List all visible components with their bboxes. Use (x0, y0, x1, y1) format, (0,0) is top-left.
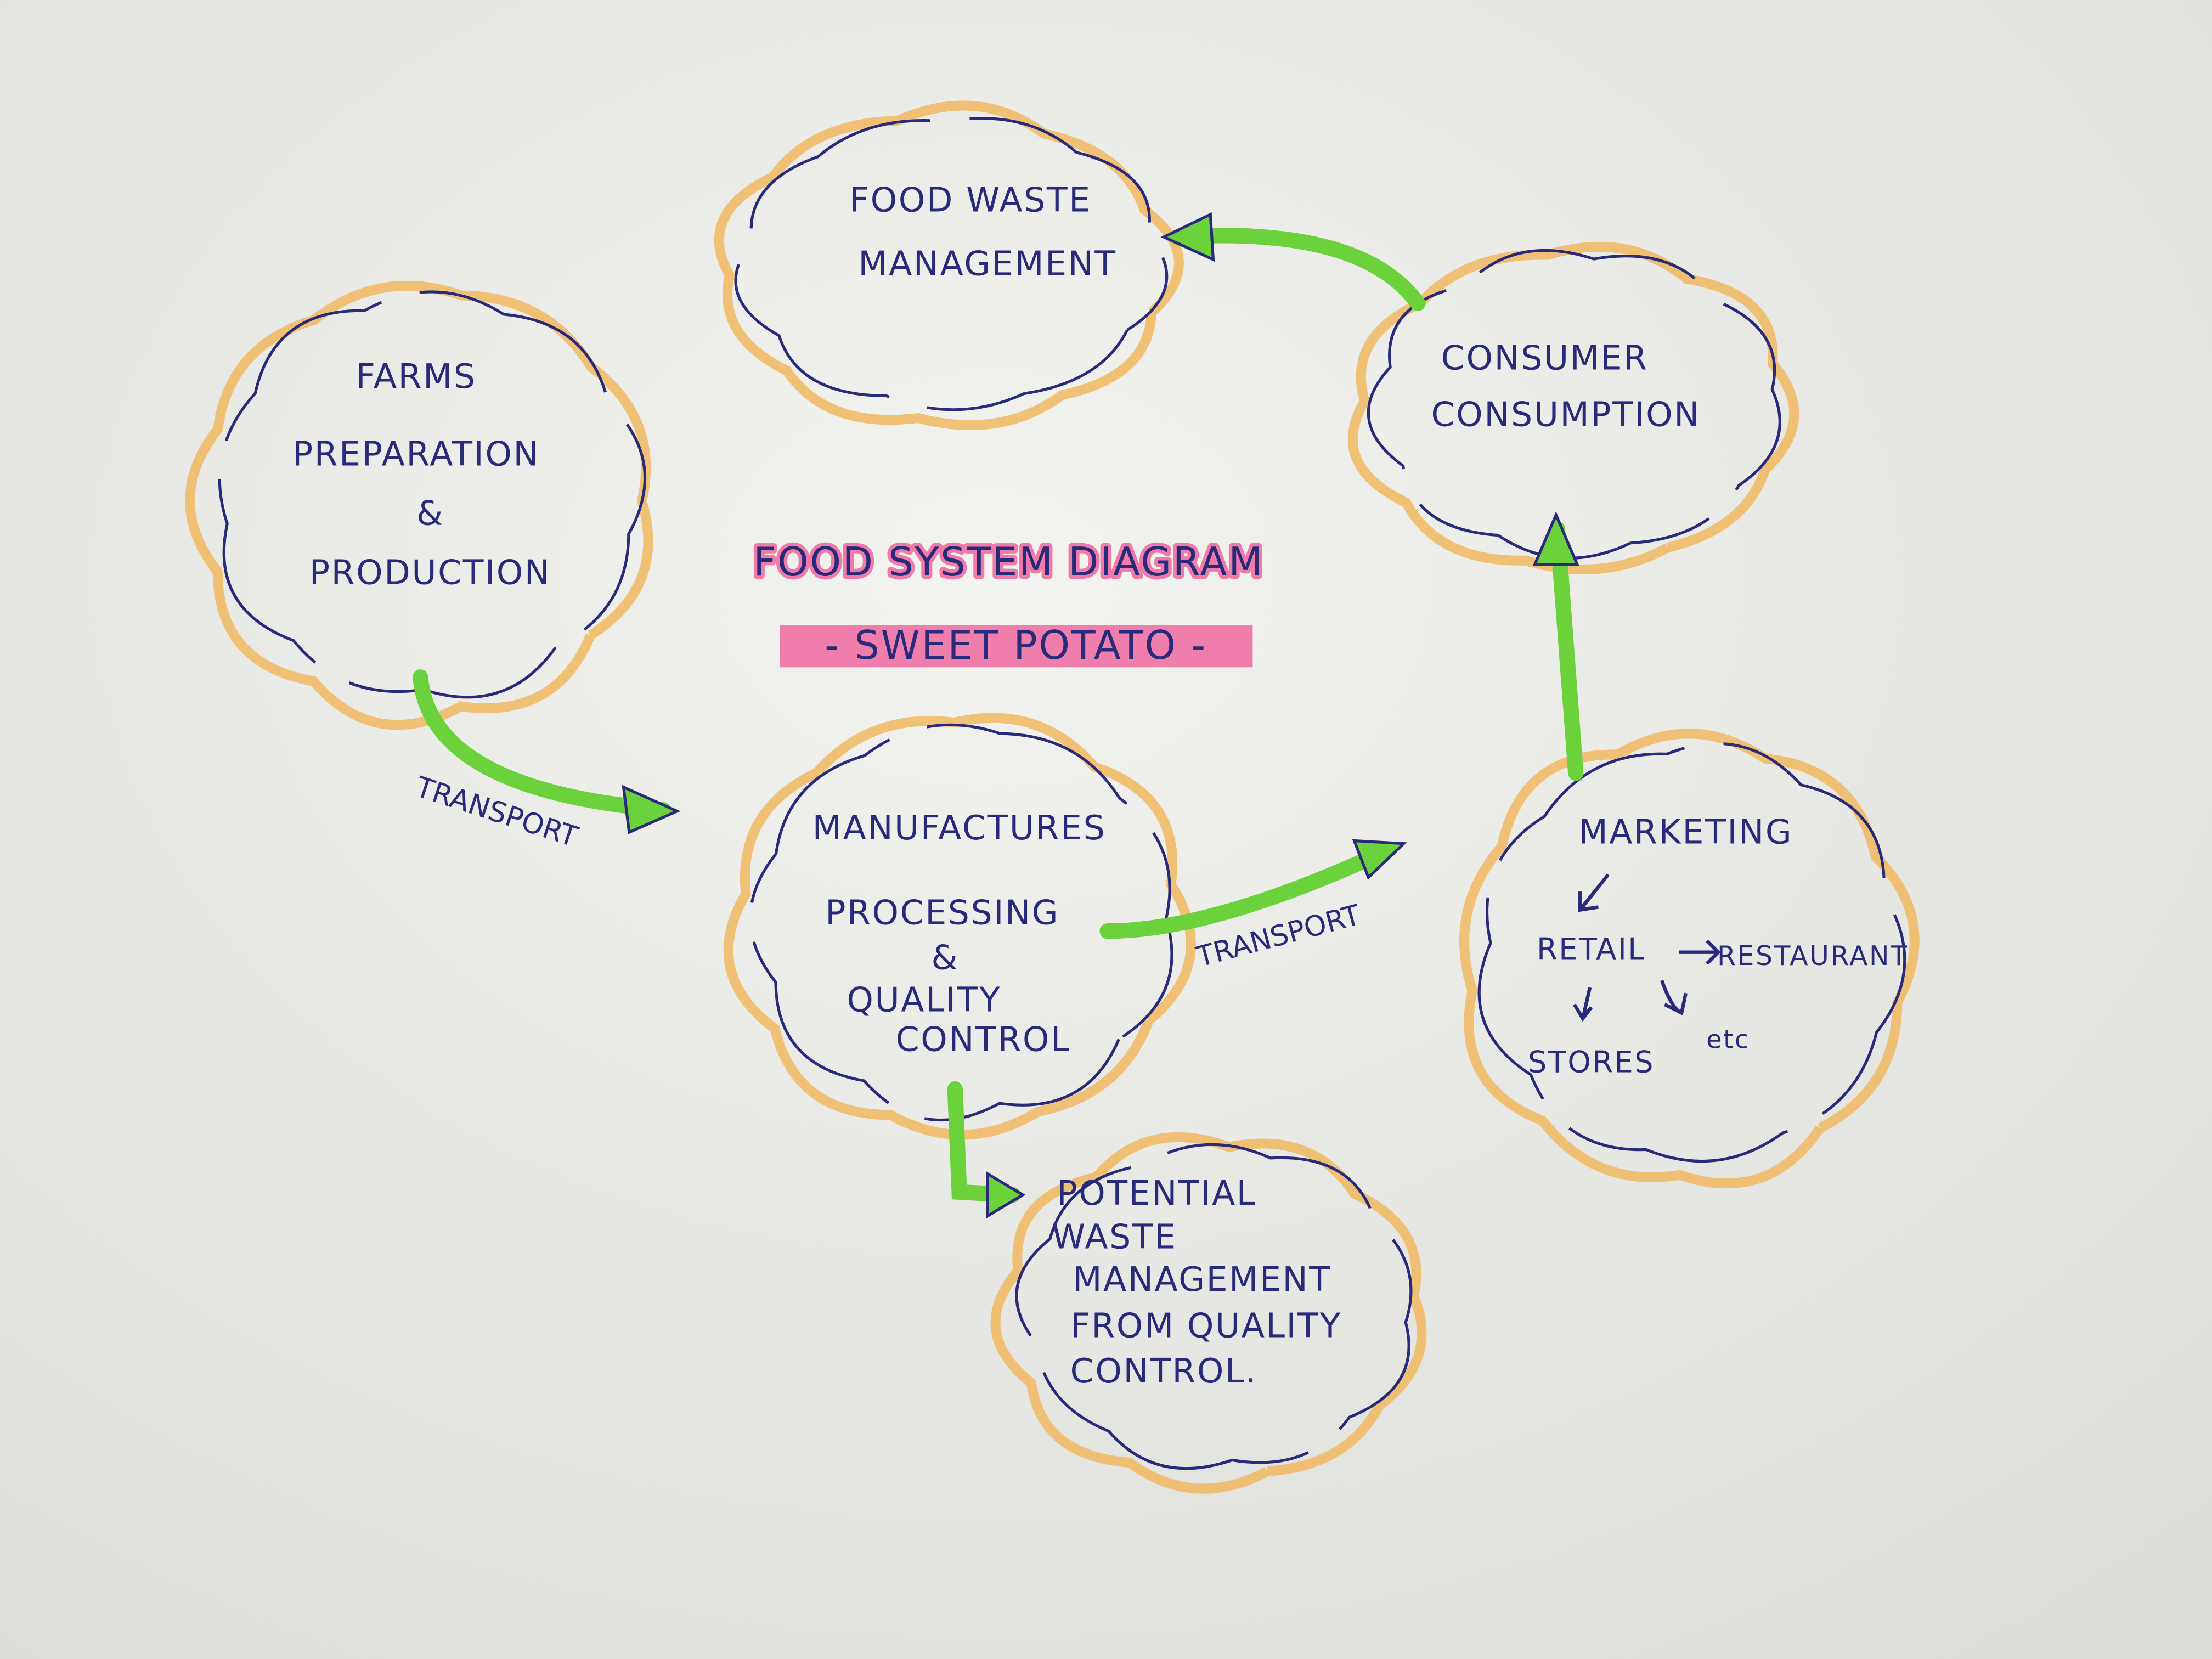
arrow-down-icon (1572, 987, 1593, 1022)
node-text: MANUFACTURES (812, 808, 1107, 848)
arrow-down-right-icon (1660, 980, 1688, 1016)
node-text: RESTAURANT (1717, 940, 1908, 972)
cloud-ink-manufactures (749, 723, 1173, 1122)
cloud-outline-farms (185, 280, 653, 730)
arrows (413, 228, 1584, 1203)
node-farms: FARMS PREPARATION & PRODUCTION (292, 357, 551, 592)
node-text: CONSUMER (1441, 338, 1649, 378)
cloud-ink-food-waste (734, 117, 1169, 411)
node-text: PROCESSING (825, 893, 1059, 932)
arrow-farms-to-manufactures (413, 669, 671, 818)
node-text: MARKETING (1578, 812, 1793, 852)
arrowhead-icon (986, 1171, 1026, 1219)
cloud-outline-food-waste (714, 100, 1184, 430)
node-text: POTENTIAL (1057, 1173, 1256, 1213)
node-text: etc (1706, 1025, 1750, 1054)
node-text: RETAIL (1537, 932, 1646, 967)
arrowhead-icon (622, 785, 681, 834)
cloud-ink-potential-waste (1015, 1143, 1413, 1470)
node-text: CONSUMPTION (1431, 395, 1701, 435)
cloud-outline-potential-waste (990, 1132, 1427, 1494)
arrow-down-left-icon (1578, 873, 1610, 912)
arrowhead-icon (1532, 511, 1579, 566)
diagram-subtitle: - SWEET POTATO - (825, 622, 1206, 668)
node-text: & (416, 494, 444, 533)
node-text: MANAGEMENT (858, 244, 1116, 283)
node-text: FROM QUALITY (1070, 1306, 1342, 1346)
title-highlight (780, 625, 1253, 668)
node-text: PRODUCTION (309, 553, 551, 592)
node-text: CONTROL. (1070, 1351, 1258, 1391)
arrow-marketing-to-consumer (1549, 521, 1584, 781)
node-text: PREPARATION (292, 435, 540, 474)
node-marketing: MARKETING RETAIL RESTAURANT STORES etc (1528, 812, 1908, 1080)
arrowhead-icon (1352, 839, 1407, 880)
arrowhead-icon (1160, 212, 1215, 262)
arrowheads (622, 212, 1579, 1219)
node-text: WASTE (1052, 1217, 1177, 1257)
arrow-consumer-to-food-waste (1170, 228, 1426, 311)
node-food-waste-management: FOOD WASTE MANAGEMENT (850, 180, 1116, 284)
node-text: STORES (1528, 1045, 1655, 1079)
cloud-ink-consumer (1367, 249, 1781, 560)
cloud-outline-consumer (1347, 241, 1799, 574)
node-consumer-consumption: CONSUMER CONSUMPTION (1431, 338, 1701, 435)
sub-arrows (1572, 873, 1721, 1022)
node-text: FOOD WASTE (850, 180, 1092, 220)
cloud-ink-marketing (1477, 742, 1906, 1163)
node-text: & (932, 938, 960, 978)
arrow-right-icon (1679, 939, 1721, 965)
node-text: FARMS (356, 357, 476, 396)
arrow-manufactures-to-marketing (1099, 841, 1398, 939)
node-potential-waste-management: POTENTIAL WASTE MANAGEMENT FROM QUALITY … (1052, 1173, 1342, 1391)
node-text: MANAGEMENT (1073, 1260, 1331, 1299)
node-text: QUALITY (847, 980, 1001, 1020)
cloud-outline-marketing (1459, 729, 1920, 1189)
node-text: CONTROL (896, 1020, 1071, 1059)
node-manufactures: MANUFACTURES PROCESSING & QUALITY CONTRO… (812, 808, 1107, 1059)
diagram-title: FOOD SYSTEM DIAGRAM (753, 539, 1264, 585)
cloud-outlines (185, 100, 1920, 1494)
cloud-ink-farms (218, 290, 647, 699)
